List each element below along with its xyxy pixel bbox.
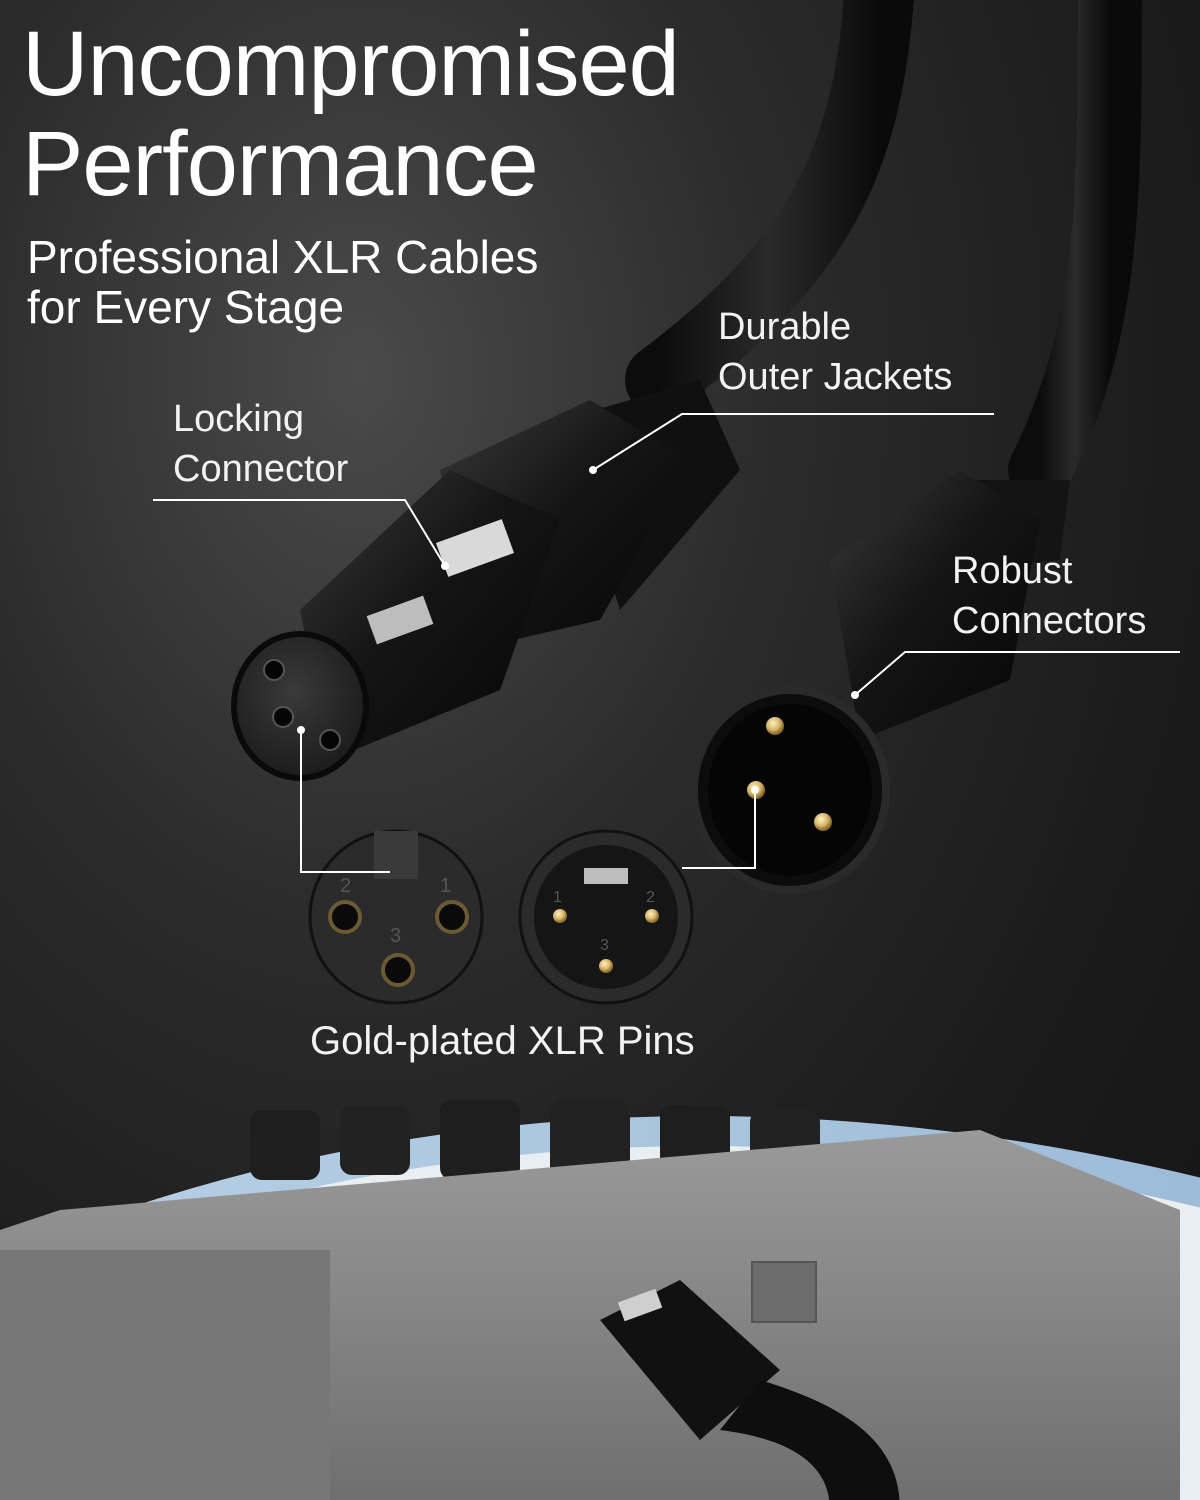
callout-locking-line-1: Locking [173,398,304,440]
male-pin-number-3: 3 [600,937,609,954]
pins-leader-line-male [682,790,756,869]
callout-locking-line-2: Connector [173,448,349,490]
male-pin-diagram: 1 2 3 [518,829,694,1005]
callout-gold-pins: Gold-plated XLR Pins [310,1019,695,1063]
durable-leader-line [592,413,994,471]
locking-leader-line [153,499,446,567]
female-pin-diagram: 2 1 3 [308,829,484,1005]
female-xlr-connector [231,380,740,781]
callout-robust-line-1: Robust [952,550,1073,592]
female-pin-number-2: 2 [340,875,351,897]
callout-durable-line-2: Outer Jackets [718,356,953,398]
cable-right [1008,0,1142,502]
callout-durable-line-1: Durable [718,306,852,348]
mixer-xlr-plug [600,1280,900,1500]
headline-line-1: Uncompromised [22,13,680,115]
callout-lines [153,413,1180,873]
female-pin-number-3: 3 [390,925,401,947]
callout-robust-line-2: Connectors [952,600,1147,642]
male-pin-number-1: 1 [553,889,562,906]
subheadline: Professional XLR Cables for Every Stage [27,232,538,332]
pins-leader-line-female [300,730,390,873]
subheadline-line-2: for Every Stage [27,281,345,333]
callout-robust-connectors: Robust Connectors [952,546,1146,646]
cable-left [625,0,914,415]
robust-leader-line [854,651,1180,696]
subheadline-line-1: Professional XLR Cables [27,231,539,283]
mixer-scene [0,1100,1200,1500]
male-pin-number-2: 2 [646,889,655,906]
headline: Uncompromised Performance [22,13,680,215]
female-pin-number-1: 1 [440,875,451,897]
male-xlr-connector [690,470,1070,894]
callout-durable-jackets: Durable Outer Jackets [718,302,952,402]
headline-line-2: Performance [22,113,539,215]
callout-locking-connector: Locking Connector [173,394,348,494]
